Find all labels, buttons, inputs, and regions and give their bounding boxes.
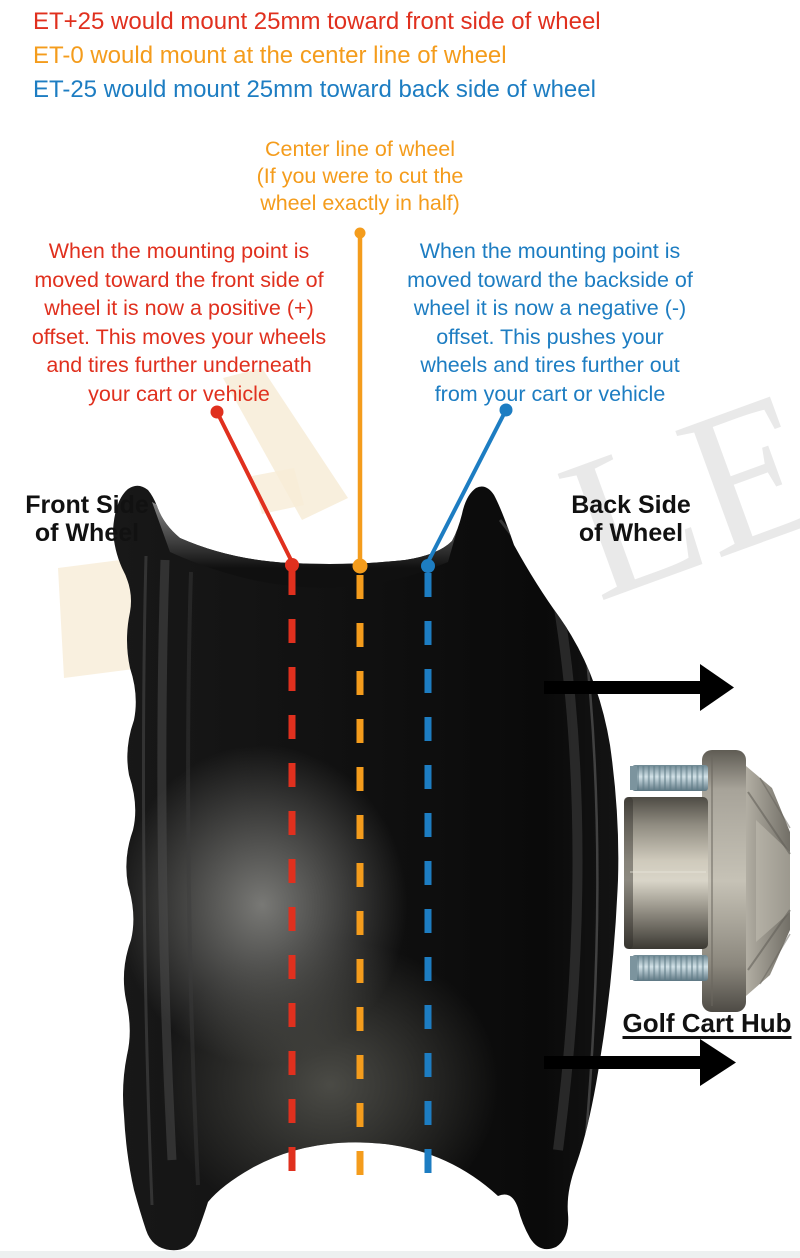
back-side-label: Back Side of Wheel (551, 491, 711, 547)
positive-offset-note-line: offset. This moves your wheels (31, 324, 327, 349)
positive-offset-note: When the mounting point is moved toward … (0, 237, 358, 408)
hub-cone-facet-line (759, 777, 791, 829)
negative-offset-note-line: wheel it is now a negative (-) (413, 296, 687, 320)
top-right-arrow-icon (544, 664, 734, 711)
hub-stud-top (630, 765, 708, 791)
center-leader-dot-bottom (352, 558, 368, 574)
center-line-note-line: (If you were to cut the (256, 164, 464, 188)
center-leader-dot-top (354, 227, 366, 239)
positive-offset-leader-dot-top (210, 405, 224, 419)
et-offset-legend: ET+25 would mount 25mm toward front side… (33, 5, 601, 107)
positive-offset-leader-dot-bottom (285, 558, 299, 572)
center-line-note-line: wheel exactly in half) (260, 191, 460, 215)
watermark-wedge (252, 468, 304, 514)
bottom-right-arrow-icon (544, 1039, 736, 1086)
hub-cone-facet-line (759, 933, 791, 985)
wheel-front-face-streak (157, 559, 177, 1161)
et-0-line: ET-0 would mount at the center line of w… (33, 42, 507, 69)
hub-cylinder (624, 797, 708, 949)
back-side-label-line: Back Side (571, 491, 691, 519)
watermark-wedge (58, 558, 142, 678)
negative-offset-leader-line (426, 409, 508, 563)
positive-offset-note-line: When the mounting point is (48, 239, 310, 263)
front-side-label-line: of Wheel (34, 519, 140, 547)
wheel-front-face-streak (142, 555, 154, 1206)
wheel-barrel-highlight-lower (160, 940, 500, 1230)
hub-cone-facet-line (747, 791, 791, 855)
negative-offset-leader-dot-bottom (421, 559, 435, 573)
positive-offset-note-line: and tires further underneath (46, 353, 312, 377)
wheel-front-face-streak (186, 571, 200, 1186)
hub-cone-facet-line (747, 909, 791, 971)
bottom-strip (0, 1251, 800, 1258)
watermark-wedge (223, 368, 348, 520)
negative-offset-note-line: moved toward the backside of (407, 267, 693, 292)
hub-cone-facet-highlight (756, 820, 790, 942)
negative-offset-note-line: When the mounting point is (419, 239, 681, 263)
hub-flange (702, 750, 746, 1012)
golf-cart-hub-label: Golf Cart Hub (622, 1008, 792, 1038)
negative-offset-leader-dot-top (499, 403, 513, 417)
offset-annotation-lines (210, 227, 513, 1186)
wheel-photo (113, 485, 619, 1251)
center-line-note-line: Center line of wheel (264, 137, 456, 161)
center-line-note: Center line of wheel (If you were to cut… (190, 136, 530, 217)
negative-offset-note-line: from your cart or vehicle (434, 381, 666, 406)
front-side-label-line: Front Side (25, 491, 149, 519)
et-minus-25-line: ET-25 would mount 25mm toward back side … (33, 76, 596, 103)
front-side-label: Front Side of Wheel (7, 491, 167, 547)
positive-offset-leader-line (215, 411, 294, 563)
hub-stud-bottom (630, 955, 708, 981)
negative-offset-note-line: offset. This pushes your (436, 324, 664, 349)
positive-offset-note-line: wheel it is now a positive (+) (44, 296, 314, 320)
hub-cylinder-left-shade (624, 797, 633, 949)
positive-offset-note-line: moved toward the front side of (34, 267, 324, 292)
negative-offset-note: When the mounting point is moved toward … (371, 237, 729, 408)
back-side-label-line: of Wheel (578, 519, 684, 547)
et-plus-25-line: ET+25 would mount 25mm toward front side… (33, 8, 601, 35)
golf-cart-hub-photo (624, 750, 791, 1012)
negative-offset-note-line: wheels and tires further out (420, 353, 680, 377)
positive-offset-note-line: your cart or vehicle (88, 381, 270, 406)
